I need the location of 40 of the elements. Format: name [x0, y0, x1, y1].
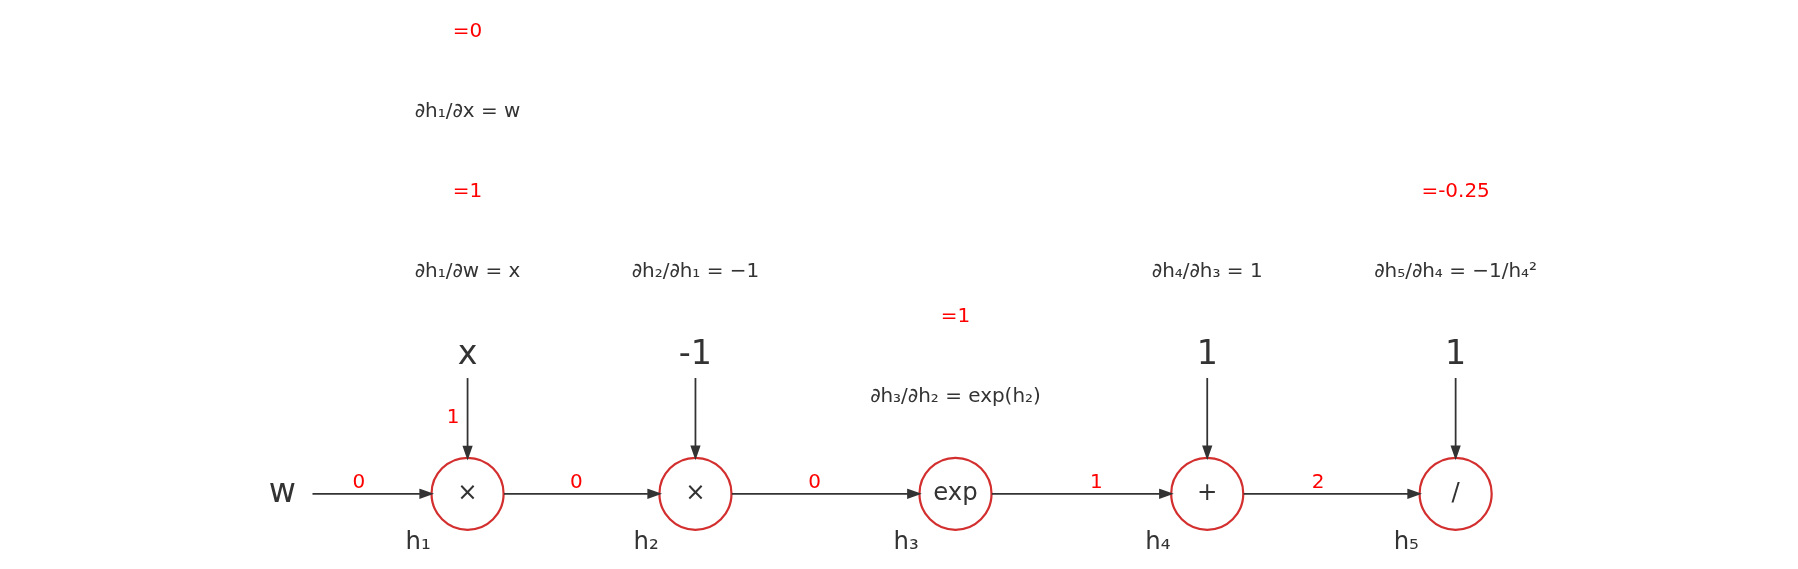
arrow	[461, 377, 473, 461]
arrow	[502, 488, 662, 499]
label: ∂h₅/∂h₄ = −1/h₄²	[1373, 257, 1537, 282]
label: ∂h₂/∂h₁ = −1	[631, 257, 759, 282]
label: =0	[452, 18, 482, 43]
arrow	[1450, 377, 1461, 461]
node-circle: +	[1169, 456, 1244, 531]
label: ∂h₃/∂h₂ = exp(h₂)	[869, 383, 1041, 408]
label: ∂h₄/∂h₃ = 1	[1151, 257, 1263, 282]
arrow	[1242, 488, 1422, 499]
arrow	[689, 377, 701, 461]
edge-label: 1	[1089, 468, 1103, 493]
node-label: h₃	[893, 526, 919, 556]
edge-label: 0	[352, 468, 365, 493]
node-label: h₄	[1144, 526, 1170, 556]
node-label: h₂	[632, 526, 659, 556]
node-text: x	[457, 332, 477, 372]
edge-label: 2	[1311, 468, 1324, 493]
arrow	[311, 488, 434, 499]
node-text: -1	[678, 332, 712, 372]
node-text: 1	[1196, 332, 1218, 372]
label: =1	[452, 178, 482, 203]
node-text: w	[268, 471, 296, 511]
label: ∂h₁/∂x = w	[414, 98, 520, 123]
node-label: h₁	[405, 526, 431, 556]
node-text: 1	[1444, 332, 1466, 372]
arrow	[1201, 377, 1212, 461]
node-circle: exp	[917, 456, 993, 531]
node-circle: /	[1418, 456, 1493, 531]
label: =-0.25	[1420, 178, 1490, 203]
label: ∂h₁/∂w = x	[414, 257, 520, 282]
arrow	[730, 488, 922, 499]
node-circle: ×	[429, 456, 505, 531]
edge-label: 1	[446, 403, 459, 428]
node-label: h₅	[1393, 526, 1419, 556]
arrow	[990, 488, 1174, 499]
node-circle: ×	[657, 456, 733, 531]
edge-label: 0	[807, 468, 821, 493]
label: =1	[940, 303, 970, 328]
edge-label: 0	[569, 468, 583, 493]
